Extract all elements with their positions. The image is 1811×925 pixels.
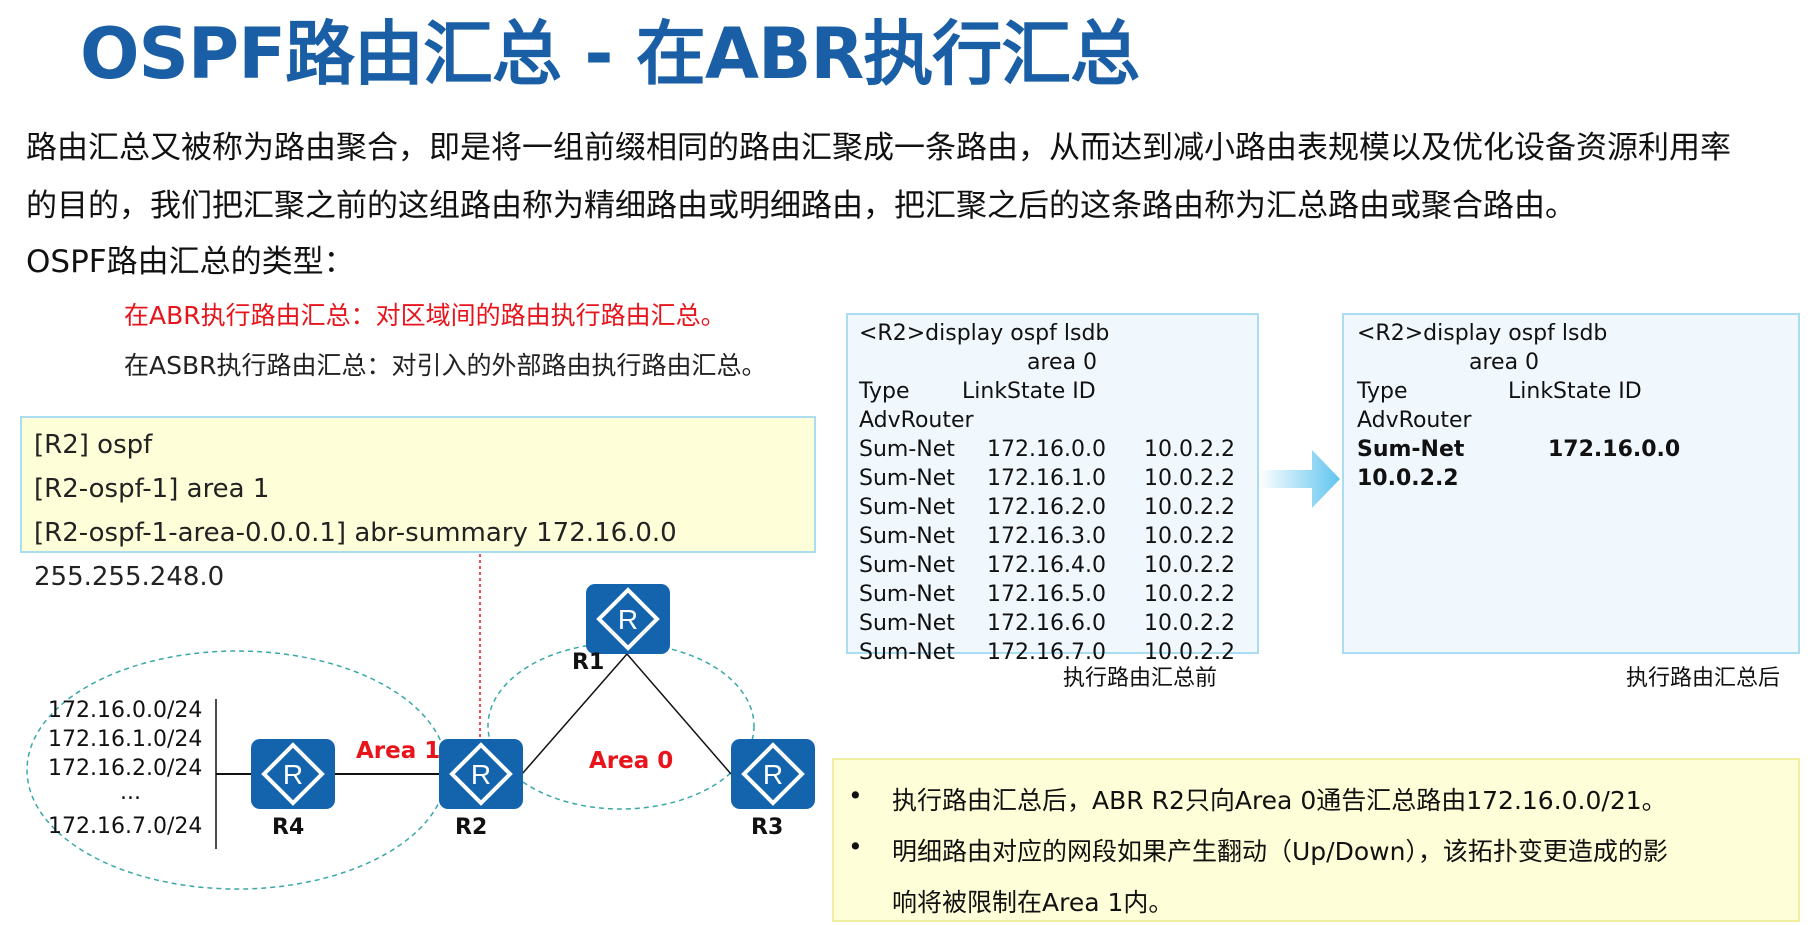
lsdb-cell: Sum-Net bbox=[859, 437, 955, 462]
intro-line-1: 路由汇总又被称为路由聚合，即是将一组前缀相同的路由汇聚成一条路由，从而达到减小路… bbox=[26, 130, 1731, 166]
lsdb-col-adv: AdvRouter bbox=[1357, 408, 1472, 433]
note-1: 执行路由汇总后，ABR R2只向Area 0通告汇总路由172.16.0.0/2… bbox=[892, 786, 1667, 815]
svg-text:R: R bbox=[283, 759, 303, 790]
lsdb-after-lsid: 172.16.0.0 bbox=[1548, 437, 1681, 462]
svg-text:R: R bbox=[618, 604, 638, 635]
lsdb-cell: 172.16.7.0 bbox=[987, 640, 1106, 665]
lsdb-cell: Sum-Net bbox=[859, 611, 955, 636]
types-heading: OSPF路由汇总的类型： bbox=[26, 244, 355, 280]
lsdb-cell: 10.0.2.2 bbox=[1144, 640, 1235, 665]
svg-text:R: R bbox=[471, 759, 491, 790]
lsdb-cell: 10.0.2.2 bbox=[1144, 466, 1235, 491]
area0-boundary bbox=[487, 642, 755, 810]
network-item: 172.16.2.0/24 bbox=[48, 756, 203, 781]
page-title: OSPF路由汇总 - 在ABR执行汇总 bbox=[80, 13, 1140, 95]
after-caption: 执行路由汇总后 bbox=[1626, 666, 1781, 691]
lsdb-col-lsid: LinkState ID bbox=[1508, 379, 1642, 404]
network-ellipsis: ... bbox=[120, 780, 141, 805]
lsdb-cell: Sum-Net bbox=[859, 582, 955, 607]
router-r3-icon: R bbox=[731, 739, 815, 809]
lsdb-cmd: <R2>display ospf lsdb bbox=[859, 321, 1110, 346]
config-line: [R2-ospf-1] area 1 bbox=[34, 474, 270, 504]
router-r4-icon: R bbox=[251, 739, 335, 809]
before-caption: 执行路由汇总前 bbox=[1063, 666, 1218, 691]
lsdb-after-box bbox=[1342, 313, 1800, 654]
bullet: • bbox=[848, 832, 863, 861]
config-box bbox=[20, 416, 816, 553]
lsdb-col-adv: AdvRouter bbox=[859, 408, 974, 433]
lsdb-cell: 10.0.2.2 bbox=[1144, 495, 1235, 520]
lsdb-cell: Sum-Net bbox=[859, 524, 955, 549]
lsdb-after-adv: 10.0.2.2 bbox=[1357, 466, 1459, 491]
note-2: 明细路由对应的网段如果产生翻动（Up/Down），该拓扑变更造成的影 bbox=[892, 837, 1668, 866]
router-r2-icon: R bbox=[439, 739, 523, 809]
arrow-right-icon bbox=[1259, 450, 1340, 508]
lsdb-col-type: Type bbox=[1357, 379, 1408, 404]
type-asbr: 在ASBR执行路由汇总：对引入的外部路由执行路由汇总。 bbox=[124, 351, 767, 380]
router-r1-icon: R bbox=[586, 584, 670, 654]
svg-text:R: R bbox=[763, 759, 783, 790]
config-line: [R2] ospf bbox=[34, 430, 153, 460]
config-line: [R2-ospf-1-area-0.0.0.1] abr-summary 172… bbox=[34, 518, 677, 548]
lsdb-cell: Sum-Net bbox=[859, 495, 955, 520]
lsdb-cell: 172.16.6.0 bbox=[987, 611, 1106, 636]
lsdb-cell: 10.0.2.2 bbox=[1144, 582, 1235, 607]
lsdb-cell: 172.16.2.0 bbox=[987, 495, 1106, 520]
lsdb-cell: Sum-Net bbox=[859, 640, 955, 665]
intro-line-2: 的目的，我们把汇聚之前的这组路由称为精细路由或明细路由，把汇聚之后的这条路由称为… bbox=[26, 188, 1576, 224]
network-item: 172.16.7.0/24 bbox=[48, 814, 203, 839]
lsdb-cell: 172.16.4.0 bbox=[987, 553, 1106, 578]
router-label-r1: R1 bbox=[572, 650, 605, 675]
lsdb-cell: 172.16.1.0 bbox=[987, 466, 1106, 491]
note-2-cont: 响将被限制在Area 1内。 bbox=[892, 888, 1174, 917]
lsdb-cell: 172.16.3.0 bbox=[987, 524, 1106, 549]
network-item: 172.16.0.0/24 bbox=[48, 698, 203, 723]
lsdb-cell: 10.0.2.2 bbox=[1144, 611, 1235, 636]
lsdb-area: area 0 bbox=[1027, 350, 1098, 375]
area0-label: Area 0 bbox=[589, 748, 674, 774]
router-label-r2: R2 bbox=[455, 815, 488, 840]
router-label-r3: R3 bbox=[751, 815, 784, 840]
area1-label: Area 1 bbox=[356, 738, 441, 764]
lsdb-col-lsid: LinkState ID bbox=[962, 379, 1096, 404]
lsdb-after-type: Sum-Net bbox=[1357, 437, 1465, 462]
bullet: • bbox=[848, 781, 863, 810]
lsdb-cell: Sum-Net bbox=[859, 553, 955, 578]
network-item: 172.16.1.0/24 bbox=[48, 727, 203, 752]
notes-box bbox=[832, 758, 1800, 922]
lsdb-cell: 172.16.5.0 bbox=[987, 582, 1106, 607]
lsdb-cell: 10.0.2.2 bbox=[1144, 524, 1235, 549]
lsdb-cmd: <R2>display ospf lsdb bbox=[1357, 321, 1608, 346]
lsdb-before-box bbox=[846, 313, 1259, 654]
lsdb-cell: 10.0.2.2 bbox=[1144, 553, 1235, 578]
router-label-r4: R4 bbox=[272, 815, 305, 840]
config-line: 255.255.248.0 bbox=[34, 562, 225, 592]
lsdb-cell: 10.0.2.2 bbox=[1144, 437, 1235, 462]
lsdb-cell: Sum-Net bbox=[859, 466, 955, 491]
lsdb-cell: 172.16.0.0 bbox=[987, 437, 1106, 462]
lsdb-col-type: Type bbox=[859, 379, 910, 404]
type-abr: 在ABR执行路由汇总：对区域间的路由执行路由汇总。 bbox=[124, 301, 726, 330]
lsdb-area: area 0 bbox=[1469, 350, 1540, 375]
